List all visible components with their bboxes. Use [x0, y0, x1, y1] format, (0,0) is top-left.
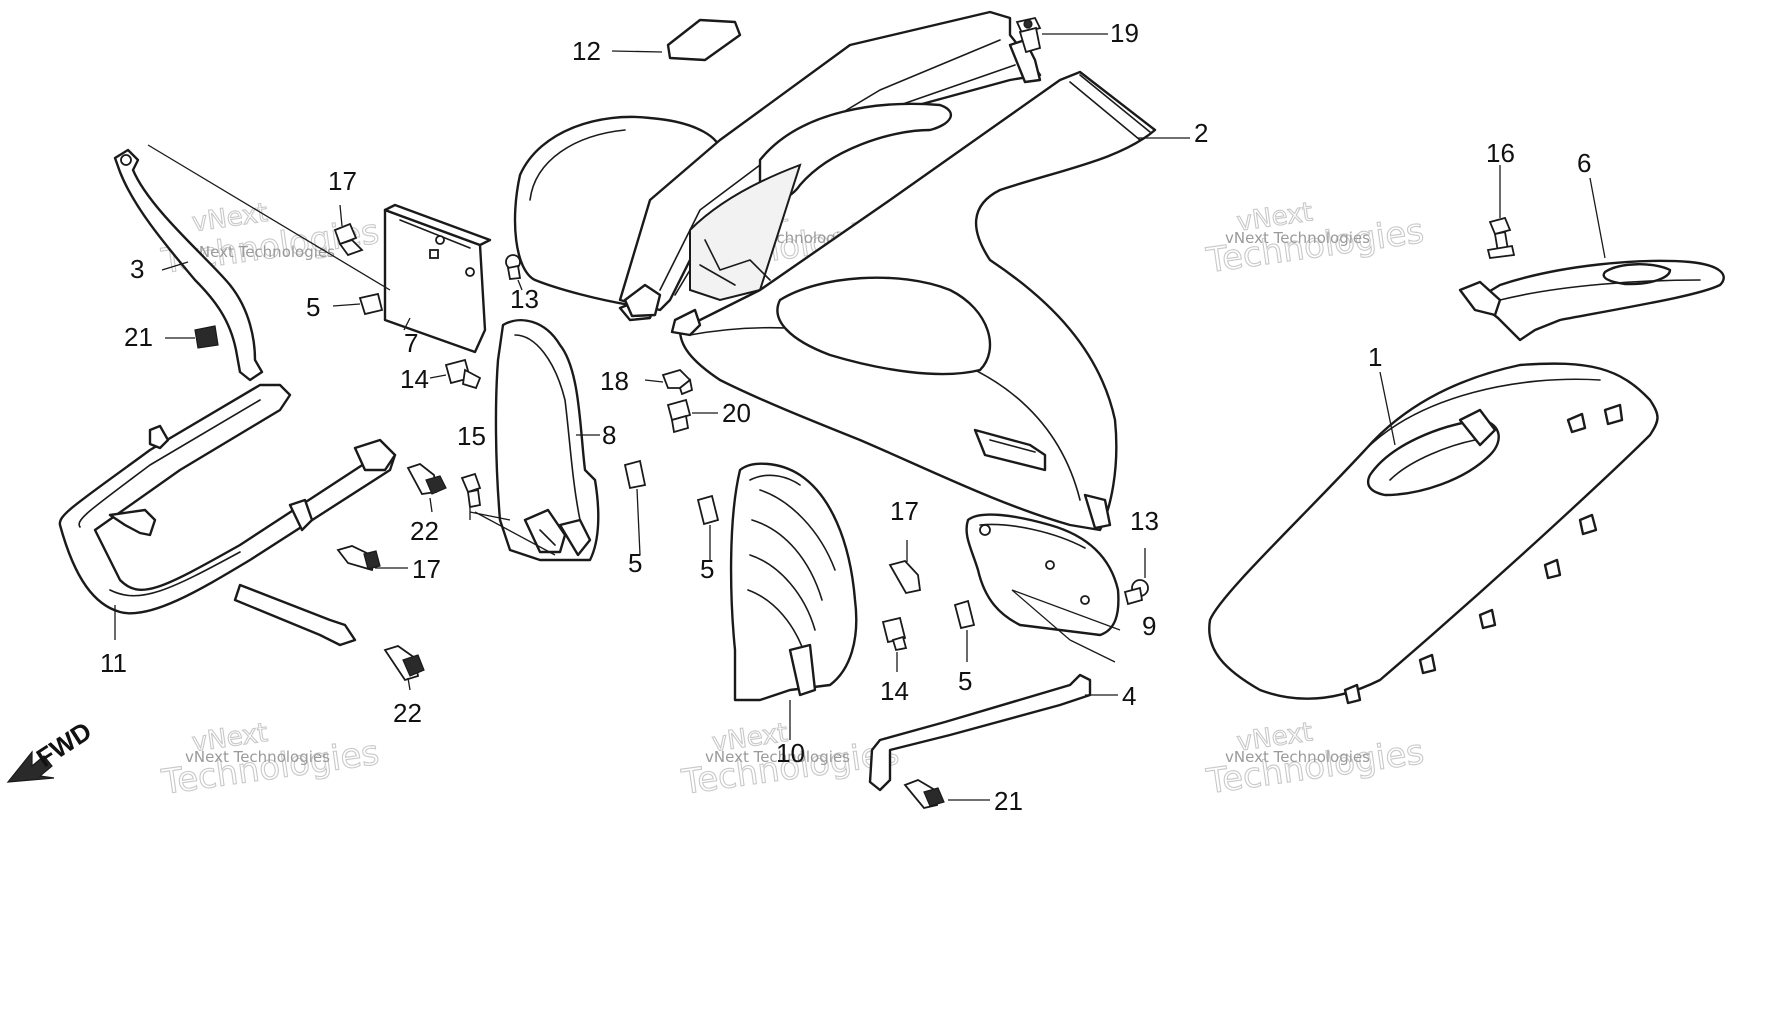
part-16-bolt — [1486, 216, 1516, 259]
part-4-stay — [868, 673, 1092, 792]
callout-22: 22 — [393, 698, 422, 728]
part-9-cover-plate — [965, 513, 1120, 637]
part-6-top-cover — [1458, 259, 1725, 342]
part-12-pad — [666, 18, 742, 62]
part-5-clip-a — [358, 292, 384, 316]
part-13-clip-b — [1123, 579, 1149, 606]
callout-4: 4 — [1122, 681, 1136, 711]
callout-21: 21 — [124, 322, 153, 352]
part-15-bolt — [460, 472, 482, 509]
watermark-caption: vNext Technologies — [185, 748, 330, 766]
callout-1: 1 — [1368, 342, 1382, 372]
part-5-clip-c — [696, 494, 720, 526]
part-2-front-fender — [513, 10, 1157, 532]
callout-15: 15 — [457, 421, 486, 451]
callout-9: 9 — [1142, 611, 1156, 641]
part-22-bolt-a — [406, 462, 447, 495]
part-17-bolt-a — [333, 222, 364, 257]
callout-17: 17 — [890, 496, 919, 526]
callout-8: 8 — [602, 420, 616, 450]
callout-18: 18 — [600, 366, 629, 396]
callout-5: 5 — [700, 554, 714, 584]
callout-16: 16 — [1486, 138, 1515, 168]
part-17-bolt-c — [888, 559, 922, 595]
part-20-nut — [666, 398, 692, 434]
part-5-clip-b — [623, 459, 647, 490]
forward-arrow-icon — [6, 750, 55, 783]
forward-label: FWD — [31, 716, 97, 773]
part-11-rail — [58, 383, 397, 647]
part-17-bolt-b — [336, 545, 381, 572]
callout-20: 20 — [722, 398, 751, 428]
part-7-plate — [383, 203, 492, 354]
part-18-pad — [661, 368, 694, 396]
callout-17: 17 — [412, 554, 441, 584]
callout-5: 5 — [306, 292, 320, 322]
part-14-grommet-b — [881, 616, 908, 652]
callout-21: 21 — [994, 786, 1023, 816]
callout-labels: 12 19 2 17 3 21 5 7 13 14 8 15 22 17 22 … — [100, 18, 1591, 816]
callout-13: 13 — [510, 284, 539, 314]
part-22-bolt-b — [383, 645, 425, 682]
callout-14: 14 — [400, 364, 429, 394]
callout-17: 17 — [328, 166, 357, 196]
callout-7: 7 — [404, 328, 418, 358]
part-21-bolt-a — [194, 325, 219, 349]
callout-2: 2 — [1194, 118, 1208, 148]
watermark-caption: vNext Technologies — [1225, 229, 1370, 247]
part-10-side-cover — [729, 462, 858, 702]
callout-14: 14 — [880, 676, 909, 706]
callout-19: 19 — [1110, 18, 1139, 48]
watermark-caption: vNext Technologies — [190, 243, 335, 261]
watermark-caption: vNext Technologies — [1225, 748, 1370, 766]
callout-6: 6 — [1577, 148, 1591, 178]
callout-5: 5 — [628, 548, 642, 578]
callout-11: 11 — [100, 648, 127, 678]
part-1-rear-fender — [1208, 362, 1659, 705]
part-13-clip-a — [505, 254, 522, 280]
part-19-bolt — [1015, 16, 1042, 54]
part-21-bolt-b — [903, 779, 945, 810]
callout-13: 13 — [1130, 506, 1159, 536]
part-3-stay — [113, 148, 264, 382]
leader-lines — [114, 33, 1606, 801]
callout-12: 12 — [572, 36, 601, 66]
callout-22: 22 — [410, 516, 439, 546]
forward-direction-indicator: FWD — [6, 716, 97, 783]
part-5-clip-d — [953, 599, 976, 630]
part-8-inner-shield — [494, 318, 600, 562]
part-14-grommet-a — [444, 358, 482, 390]
callout-3: 3 — [130, 254, 144, 284]
callout-5: 5 — [958, 666, 972, 696]
callout-10: 10 — [776, 738, 805, 768]
watermark-caption: vNext Technologies — [705, 748, 850, 766]
